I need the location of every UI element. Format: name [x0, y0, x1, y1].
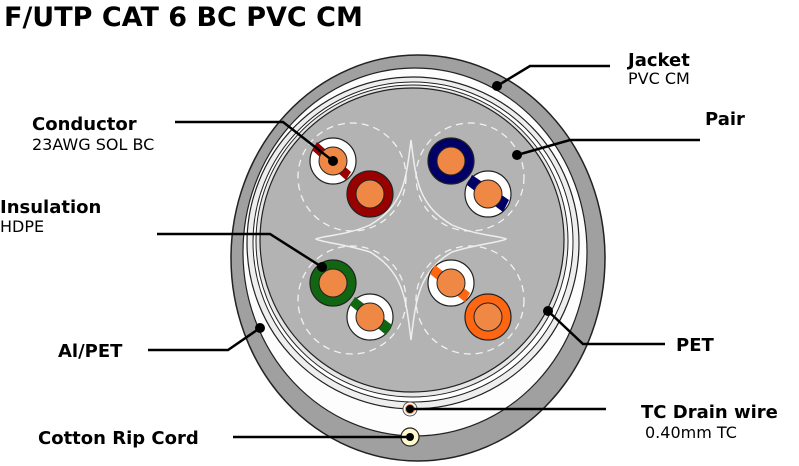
insulation-label: Insulation	[0, 197, 101, 218]
pair-orange	[427, 259, 512, 341]
jacket-detail: PVC CM	[628, 69, 690, 88]
pair-label: Pair	[705, 109, 745, 130]
jacket-label: Jacket	[626, 50, 690, 71]
insulation-detail: HDPE	[0, 217, 44, 236]
drain-wire-detail: 0.40mm TC	[645, 423, 737, 442]
pair-outline-blue	[415, 122, 525, 232]
pair-blue	[427, 137, 512, 218]
pet-label: PET	[676, 335, 714, 356]
leader-lines	[148, 64, 700, 441]
rip-cord-label: Cotton Rip Cord	[38, 428, 199, 449]
pair-outline-red	[297, 122, 407, 232]
conductor-detail: 23AWG SOL BC	[32, 135, 154, 154]
al-pet-label: Al/PET	[58, 341, 123, 362]
drain-wire-label: TC Drain wire	[641, 402, 778, 423]
conductor-label: Conductor	[32, 114, 137, 135]
pair-outline-orange	[415, 245, 525, 355]
cross-separator	[314, 139, 508, 341]
cable-core	[259, 87, 565, 393]
pair-outline-green	[297, 245, 407, 355]
diagram-title: F/UTP CAT 6 BC PVC CM	[4, 2, 363, 33]
conductor	[355, 179, 385, 209]
